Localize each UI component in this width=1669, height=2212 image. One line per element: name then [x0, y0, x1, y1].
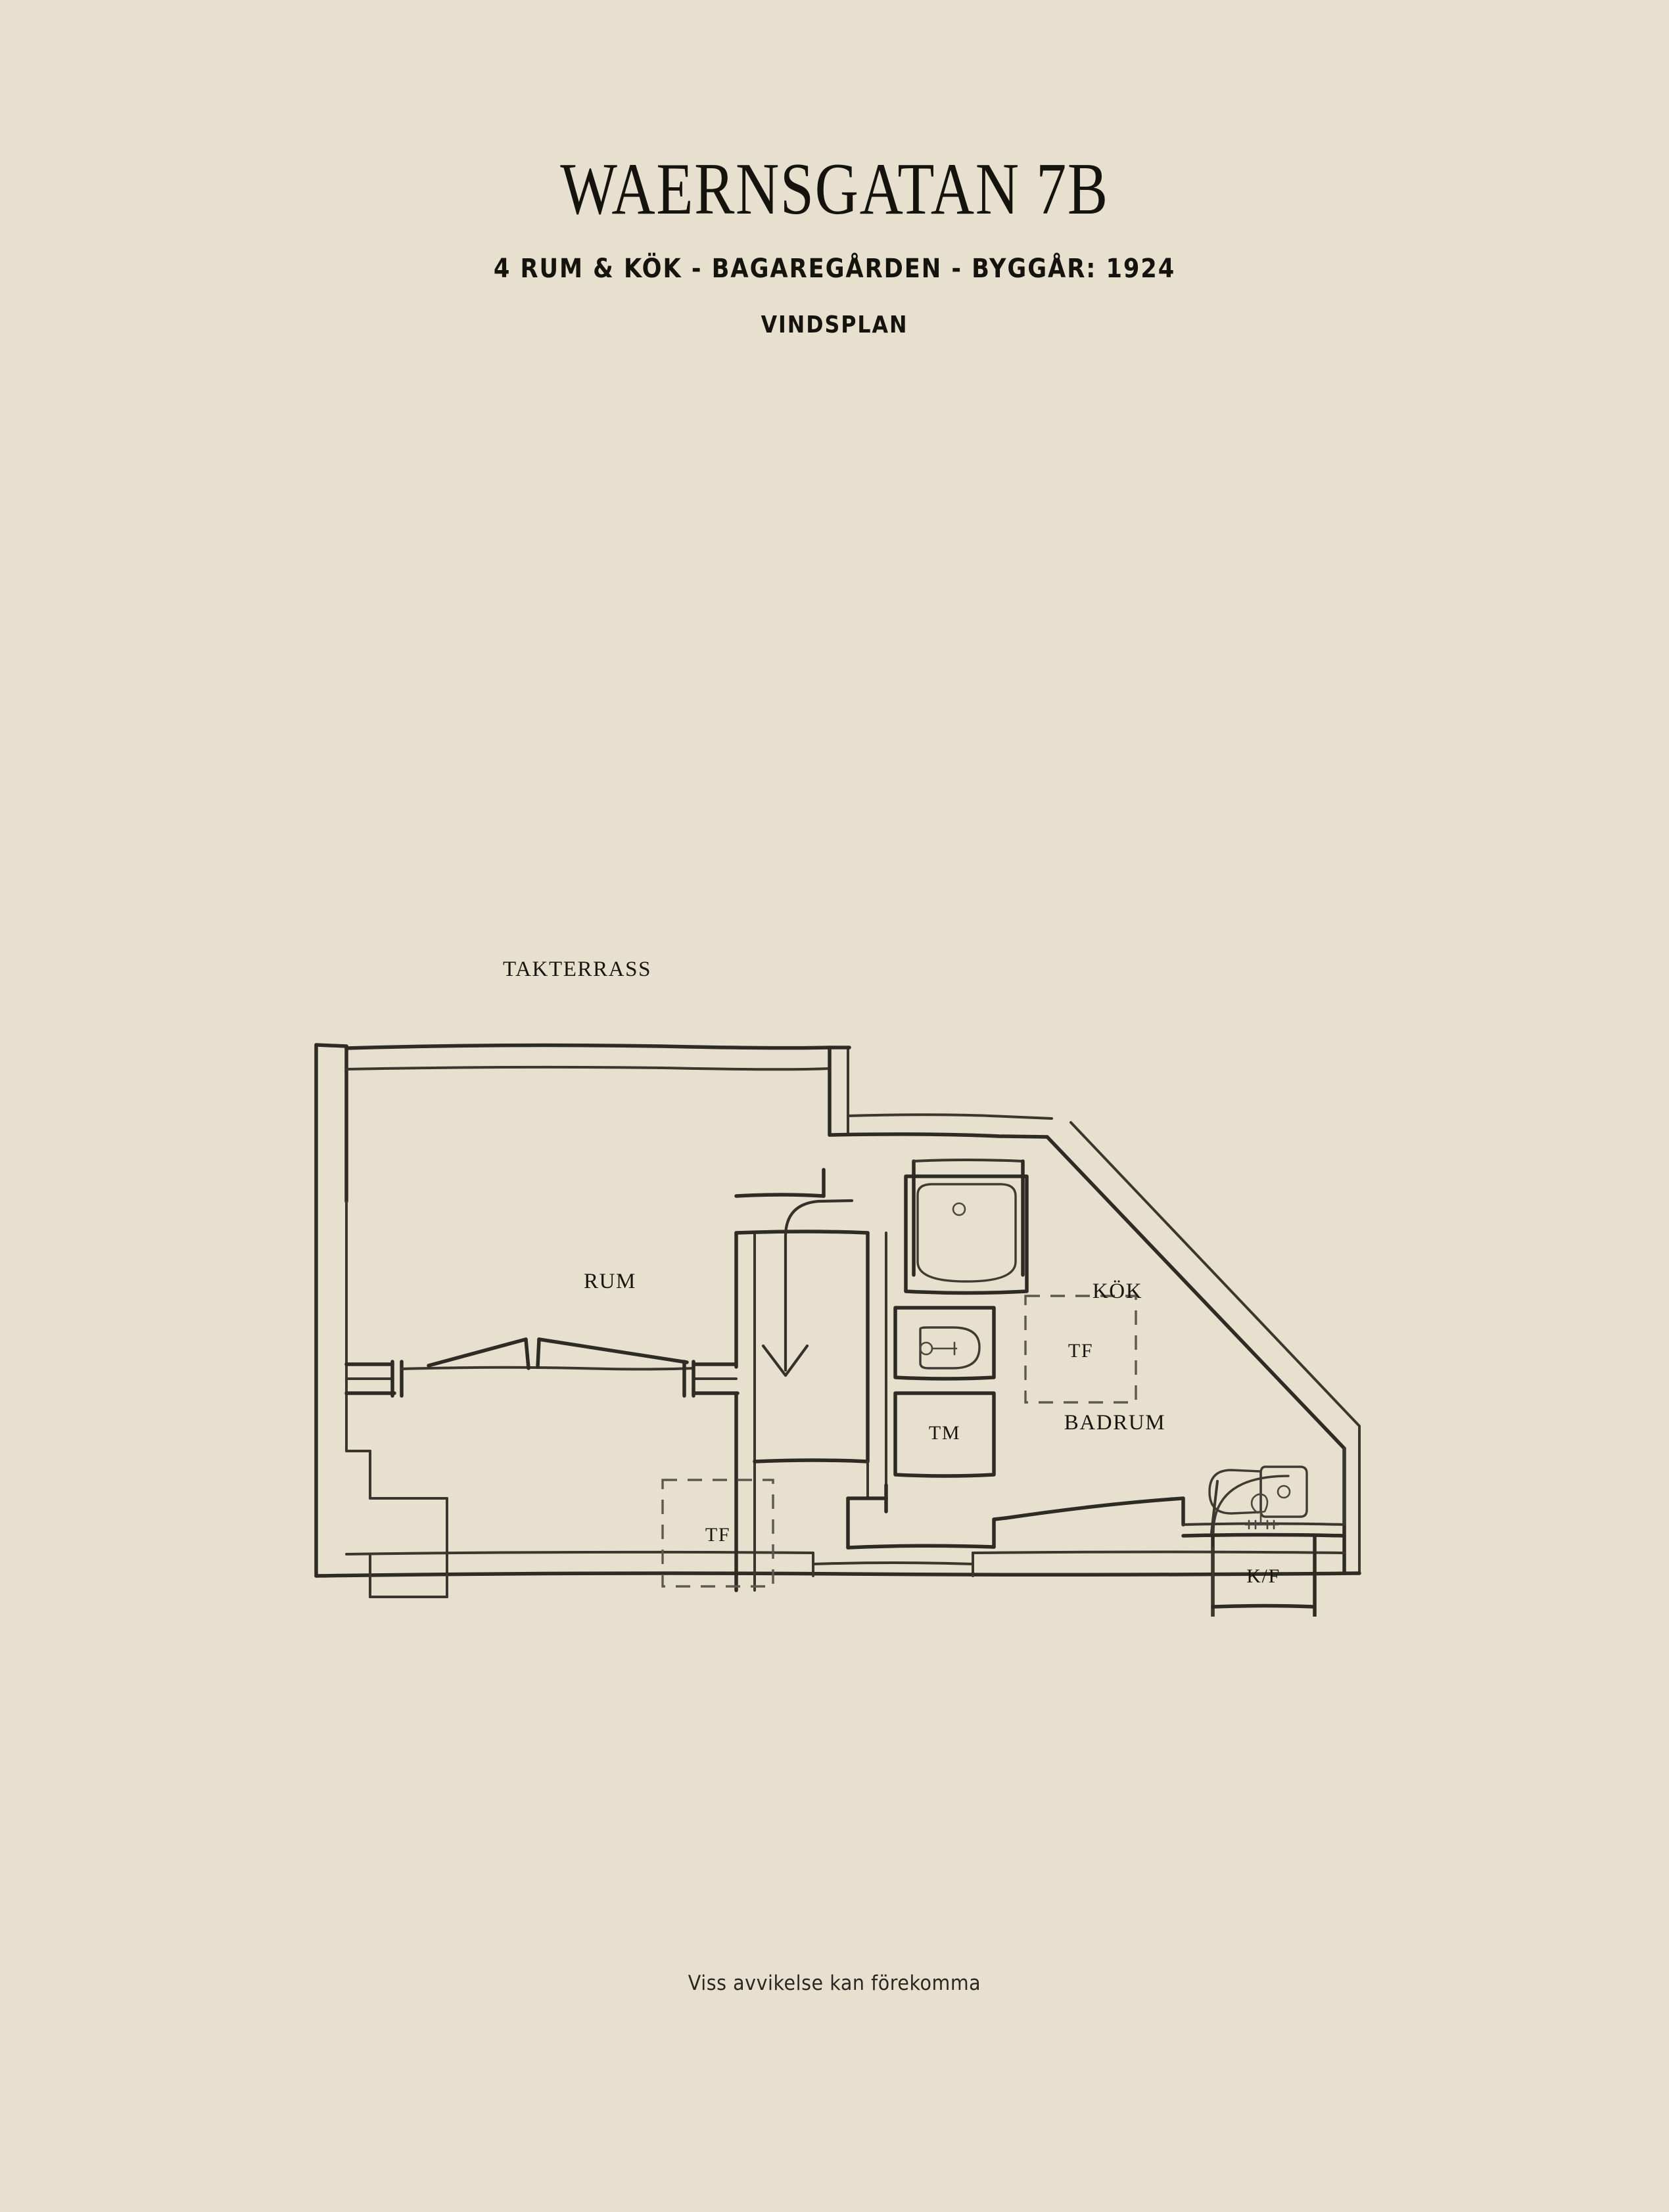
appliance-labels: TM TF TF K/F DM — [705, 1340, 1281, 1587]
bathroom-walls — [846, 1159, 1346, 1550]
property-subtitle: 4 RUM & KÖK - BAGAREGÅRDEN - BYGGÅR: 192… — [493, 254, 1176, 284]
tf-placeholder-room — [661, 1479, 774, 1588]
bathroom-fixtures — [916, 1183, 1308, 1534]
bathtub-icon — [916, 1183, 1017, 1283]
appliance-label-tf-1: TF — [1068, 1340, 1093, 1362]
room-labels: TAKTERRASS RUM BADRUM KÖK — [503, 957, 1165, 1435]
room-label-badrum: BADRUM — [1064, 1411, 1165, 1435]
appliance-label-tf-2: TF — [705, 1524, 730, 1546]
room-label-rum: RUM — [584, 1270, 636, 1293]
exterior-walls — [314, 1043, 1361, 1598]
room-label-kok: KÖK — [1093, 1279, 1142, 1303]
room-label-takterrass: TAKTERRASS — [503, 957, 651, 981]
door-swing-icon — [1210, 1475, 1290, 1534]
floor-level-label: VINDSPLAN — [761, 311, 908, 338]
kitchen-walls — [1211, 1534, 1317, 1617]
appliance-placeholders — [661, 1295, 1137, 1588]
page-title: WAERNSGATAN 7B — [560, 149, 1109, 230]
disclaimer-text: Viss avvikelse kan förekomma — [688, 1971, 981, 1995]
tf-placeholder-bathroom — [1024, 1295, 1137, 1404]
stair-arrow-down-icon — [761, 1199, 854, 1377]
plan-header: WAERNSGATAN 7B 4 RUM & KÖK - BAGAREGÅRDE… — [0, 152, 1669, 338]
appliance-label-kf: K/F — [1246, 1565, 1281, 1587]
floor-plan-drawing: TAKTERRASS RUM BADRUM KÖK TM TF TF K/F D… — [0, 513, 1669, 1617]
stairwell-hall — [734, 1168, 887, 1592]
floor-drain-icon — [1244, 1493, 1279, 1530]
terrace-partition-wall — [344, 1337, 740, 1398]
toilet-icon — [1208, 1465, 1308, 1518]
washbasin-icon — [919, 1326, 981, 1370]
appliance-label-tm: TM — [929, 1422, 960, 1444]
